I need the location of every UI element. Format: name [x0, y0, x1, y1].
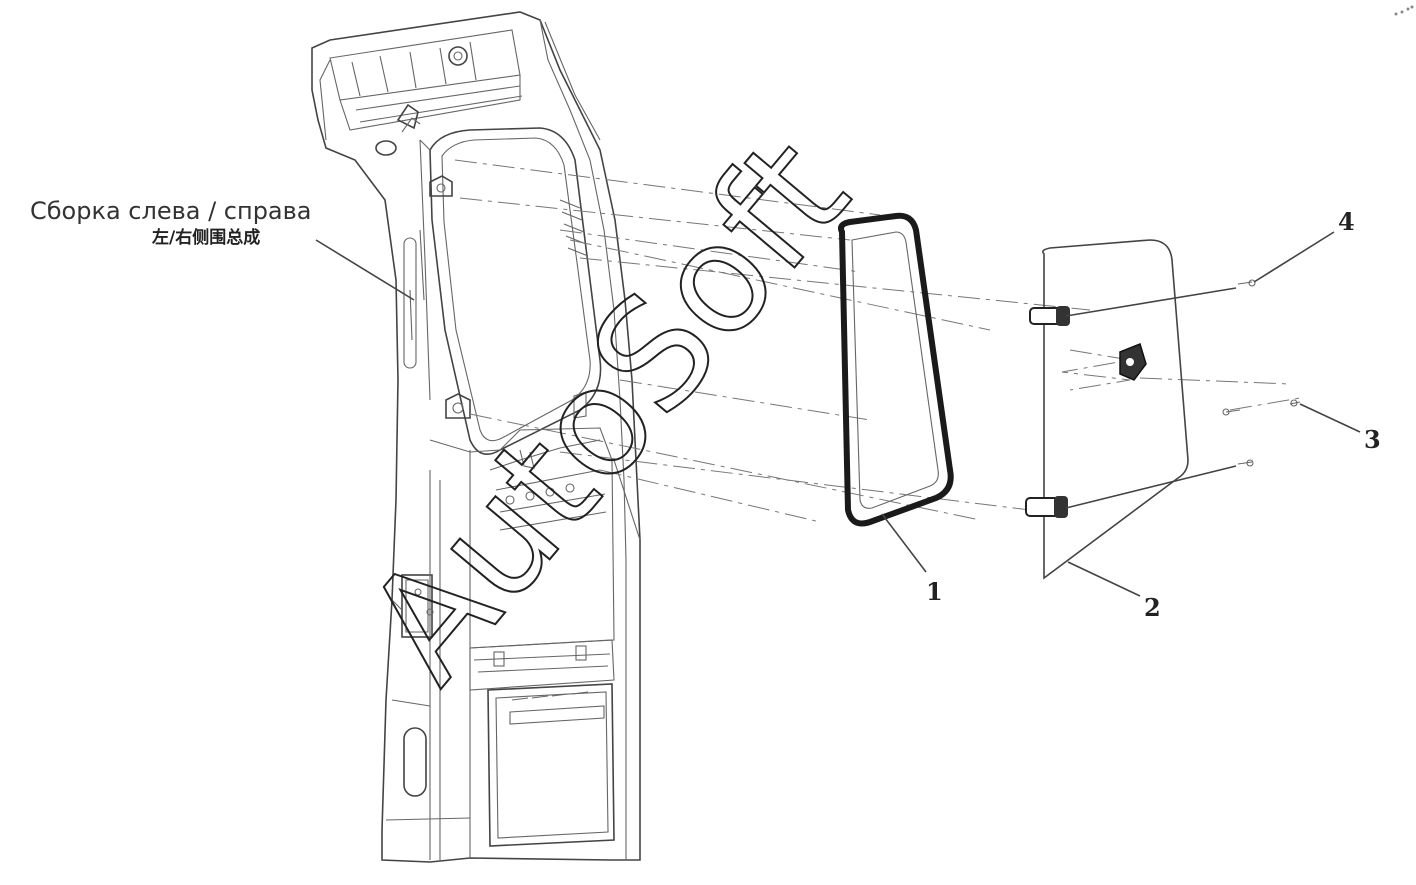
part-2-glass — [1025, 239, 1189, 580]
upper-hinge — [1029, 306, 1070, 326]
latch — [1119, 342, 1147, 381]
assembly-label-ru: Сборка слева / справа — [30, 197, 311, 225]
screws — [1222, 279, 1301, 467]
assembly-label-cn: 左/右侧围总成 — [152, 227, 260, 248]
corner-dots — [1394, 5, 1414, 16]
watermark-text: AutoSoft — [334, 108, 881, 713]
part-number-2: 2 — [1144, 593, 1161, 622]
assembly-guide-lines — [454, 159, 1301, 523]
part-number-3: 3 — [1364, 425, 1381, 454]
part-number-1: 1 — [926, 577, 943, 606]
side-panel-assembly — [311, 11, 641, 863]
leader-lines — [315, 231, 1361, 597]
part-number-4: 4 — [1338, 207, 1355, 236]
part-1-seal — [838, 212, 954, 527]
lower-hinge — [1025, 496, 1068, 518]
